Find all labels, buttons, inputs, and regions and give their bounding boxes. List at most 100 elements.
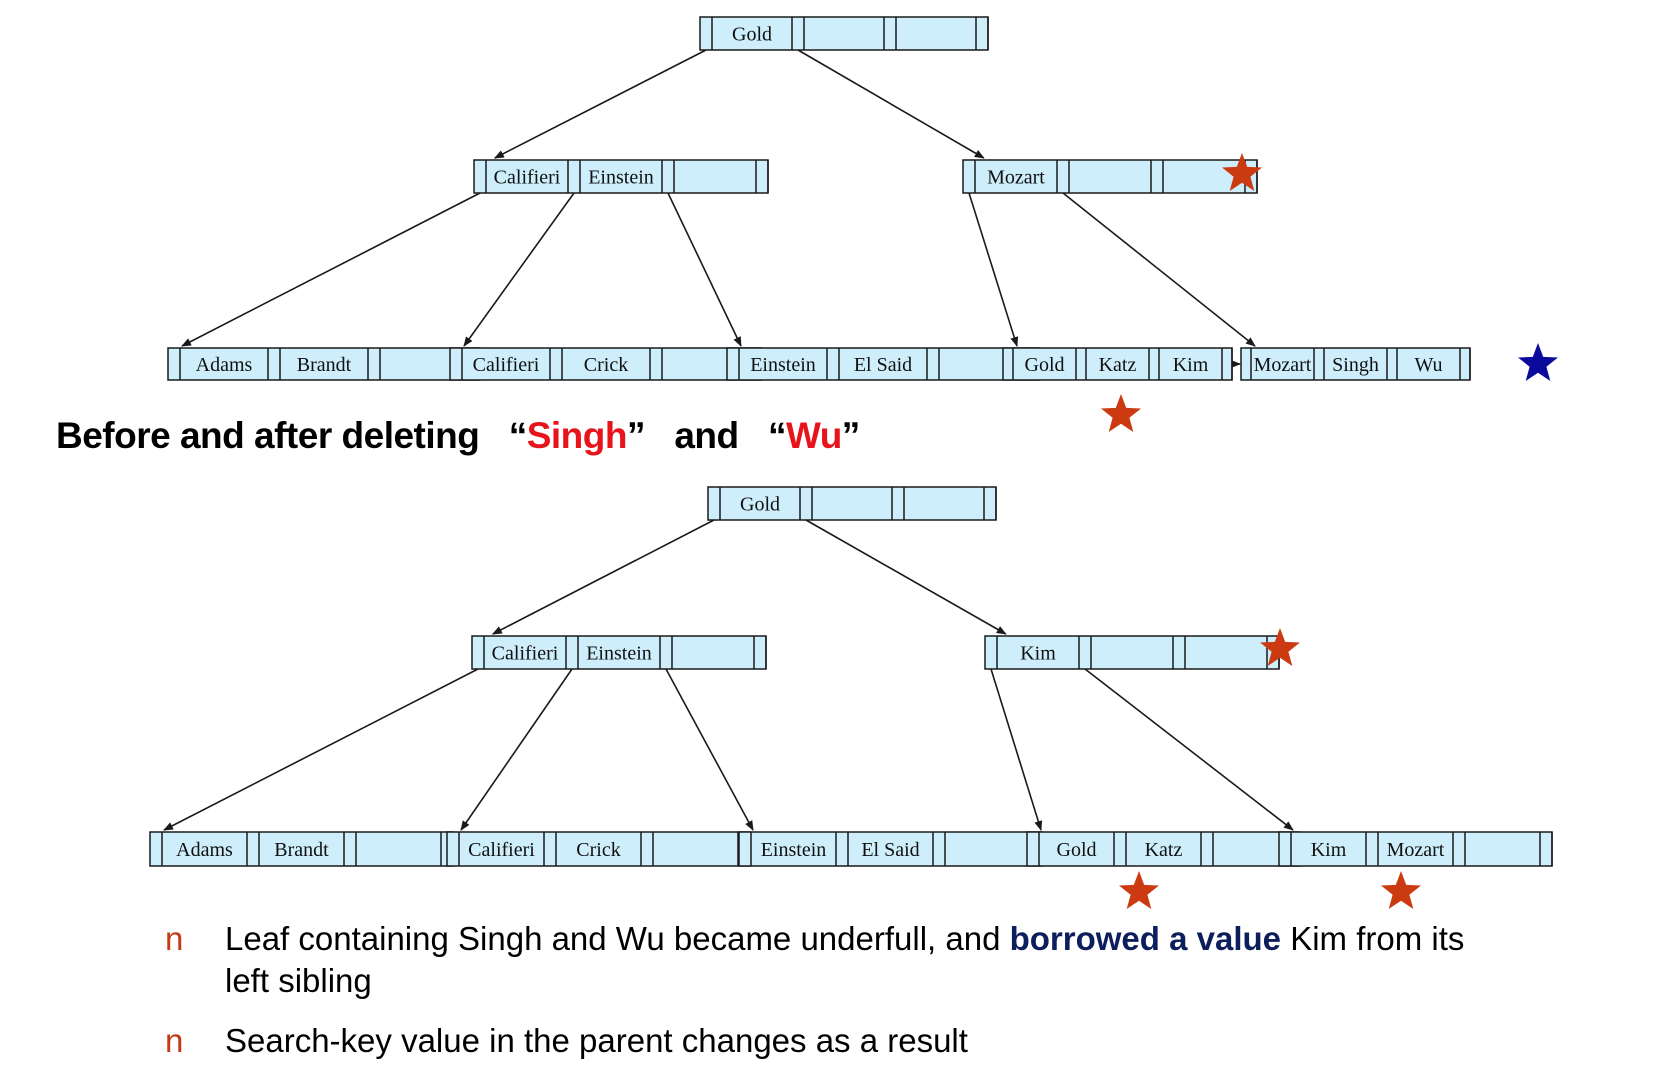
bullet-text: Search-key value in the parent changes a…: [225, 1022, 968, 1059]
node-key: Califieri: [473, 354, 540, 376]
node-key: Katz: [1145, 839, 1183, 861]
node-key: Einstein: [761, 839, 827, 861]
before-leaf-node: Gold Katz Kim: [1002, 347, 1233, 381]
node-box: [707, 486, 997, 521]
node-key: Einstein: [750, 354, 816, 376]
tree-edge: [460, 668, 573, 831]
node-key: Kim: [1173, 354, 1209, 376]
tree-edge: [463, 192, 575, 347]
deleted-leaf-star-icon: [1518, 343, 1558, 381]
node-key: Gold: [732, 24, 772, 46]
node-box: [1026, 831, 1301, 867]
node-key: Califieri: [468, 839, 535, 861]
after-internal-node: Kim: [984, 635, 1280, 670]
bullet-marker: n: [165, 1022, 184, 1059]
open-quote-1: “: [508, 415, 528, 456]
deleted-key-wu: Wu: [785, 415, 842, 456]
changed-node-star-icon: [1222, 153, 1262, 191]
tree-edge: [491, 519, 715, 635]
node-key: Kim: [1311, 839, 1347, 861]
node-key: Mozart: [1387, 839, 1445, 861]
node-key: Gold: [740, 494, 780, 516]
node-key: Brandt: [297, 354, 352, 376]
comparison-heading: Before and after deleting “Singh” and “W…: [56, 415, 860, 457]
markers: [1101, 153, 1558, 909]
node-box: [984, 635, 1280, 670]
node-key: Singh: [1332, 354, 1379, 376]
node-key: Gold: [1025, 354, 1065, 376]
tree-edge: [665, 668, 754, 831]
after-leaf-node: Einstein El Said: [738, 831, 1043, 867]
after-leaf-node: Califieri Crick: [446, 831, 751, 867]
tree-edge: [493, 49, 707, 159]
before-leaf-node: Adams Brandt: [167, 347, 481, 381]
node-key: Gold: [1057, 839, 1097, 861]
after-root-node: Gold: [707, 486, 997, 521]
tree-edge: [1062, 192, 1256, 347]
before-root-node: Gold: [699, 16, 989, 51]
bullet-borrow: n Leaf containing Singh and Wu became un…: [165, 918, 1505, 1002]
bullet-text: Leaf containing Singh and Wu became unde…: [225, 918, 1505, 1002]
node-box: [699, 16, 989, 51]
after-leaf-node: Kim Mozart: [1278, 831, 1553, 867]
bullet-parent-change: n Search-key value in the parent changes…: [165, 1020, 1505, 1062]
node-key: Crick: [576, 839, 620, 861]
close-quote-1: ”: [626, 415, 646, 456]
node-box: [167, 347, 481, 381]
after-internal-node: Califieri Einstein: [471, 635, 767, 670]
bullet-emphasis: borrowed a value: [1009, 920, 1282, 957]
bullet-text-part: Kim from its left sibling: [225, 920, 1465, 999]
node-key: Brandt: [274, 839, 329, 861]
node-key: El Said: [854, 354, 912, 376]
before-leaf-node: Califieri Crick: [449, 347, 763, 381]
node-key: Adams: [176, 839, 233, 861]
node-key: Crick: [584, 354, 628, 376]
close-quote-2: ”: [841, 415, 861, 456]
node-key: Katz: [1099, 354, 1137, 376]
open-quote-2: “: [767, 415, 787, 456]
node-box: [473, 159, 769, 194]
tree-edge: [181, 192, 481, 347]
node-key: Einstein: [586, 643, 652, 665]
node-key: Kim: [1020, 643, 1056, 665]
changed-node-star-icon: [1381, 871, 1421, 909]
node-box: [1002, 347, 1233, 381]
before-leaf-node: Einstein El Said: [726, 347, 1040, 381]
node-key: Califieri: [494, 167, 561, 189]
tree-edge: [797, 49, 985, 159]
node-key: Mozart: [1254, 354, 1312, 376]
bullet-text-part: Leaf containing Singh and Wu became unde…: [225, 920, 1010, 957]
heading-prefix: Before and after deleting: [56, 415, 480, 456]
before-leaf-node: Mozart Singh Wu: [1240, 347, 1471, 381]
before-internal-node: Mozart: [962, 159, 1258, 194]
tree-edge: [968, 192, 1019, 347]
node-box: [738, 831, 1043, 867]
node-key: El Said: [861, 839, 919, 861]
node-box: [449, 347, 763, 381]
node-key: Mozart: [987, 167, 1045, 189]
after-leaf-node: Gold Katz: [1026, 831, 1301, 867]
tree-edge: [990, 668, 1043, 831]
changed-node-star-icon: [1260, 628, 1300, 666]
tree-edge: [805, 519, 1007, 635]
after-leaf-node: Adams Brandt: [149, 831, 454, 867]
changed-node-star-icon: [1119, 871, 1159, 909]
node-box: [1240, 347, 1471, 381]
tree-edge: [667, 192, 742, 347]
node-box: [446, 831, 751, 867]
node-key: Adams: [196, 354, 253, 376]
explanation-list: n Leaf containing Singh and Wu became un…: [165, 918, 1505, 1080]
node-key: Wu: [1414, 354, 1442, 376]
node-box: [962, 159, 1258, 194]
tree-edges: [163, 49, 1294, 853]
tree-edge: [163, 668, 479, 831]
node-key: Califieri: [492, 643, 559, 665]
node-box: [149, 831, 454, 867]
node-box: [471, 635, 767, 670]
bullet-marker: n: [165, 920, 184, 957]
tree-edge: [1084, 668, 1294, 831]
deleted-key-singh: Singh: [526, 415, 628, 456]
